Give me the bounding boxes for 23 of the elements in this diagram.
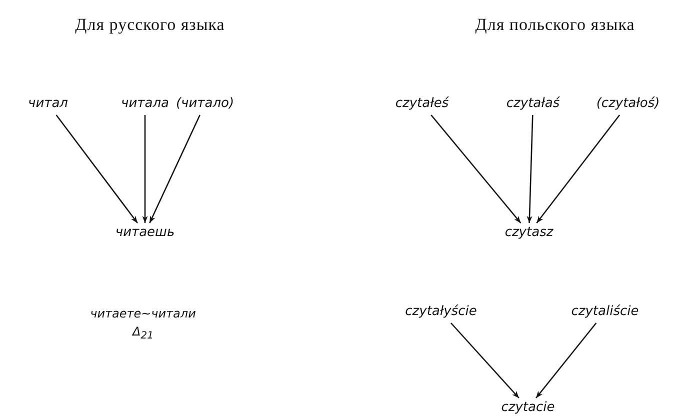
word-form: czytasz xyxy=(504,225,554,241)
word-form: czytacie xyxy=(500,400,556,416)
note-text: Δ$_{21}$ xyxy=(132,324,154,344)
word-form: читала xyxy=(120,96,170,112)
word-form: czytałaś xyxy=(505,96,561,112)
arrow xyxy=(149,114,200,224)
arrow xyxy=(430,114,522,224)
arrow xyxy=(142,115,148,223)
arrow xyxy=(536,114,620,224)
arrow xyxy=(526,114,534,224)
arrow xyxy=(56,114,138,224)
word-form: читал xyxy=(27,96,69,112)
note-text: читаете~читали xyxy=(90,306,196,322)
word-form: (czytałoś) xyxy=(595,96,661,112)
arrow xyxy=(536,322,597,398)
column-heading: Для русского языка xyxy=(74,14,226,35)
word-form: czytaliście xyxy=(570,304,640,320)
word-form: читаешь xyxy=(114,225,176,241)
column-heading: Для польского языка xyxy=(474,14,636,35)
word-form: czytałyście xyxy=(404,304,478,320)
arrow xyxy=(450,322,520,398)
word-form: czytałeś xyxy=(394,96,450,112)
word-form: (читало) xyxy=(174,96,236,112)
